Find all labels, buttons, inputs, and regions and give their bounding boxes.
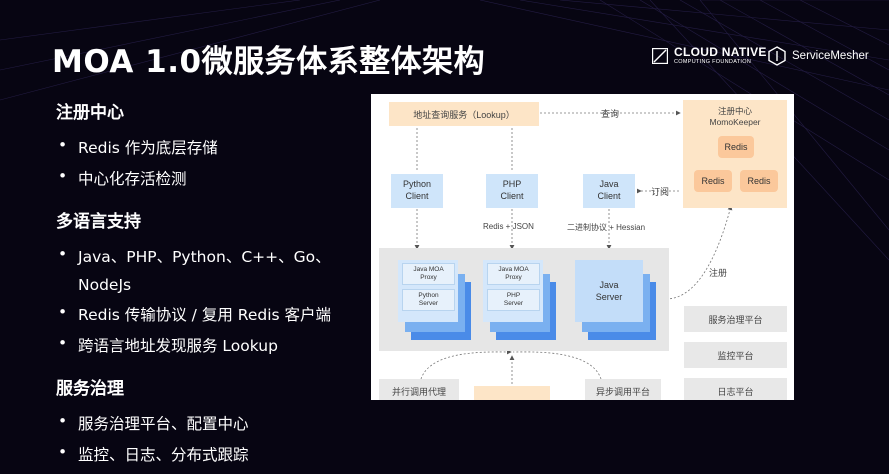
logging-platform-box: 日志平台 [684,378,787,400]
cncf-logo: CLOUD NATIVE COMPUTING FOUNDATION [652,46,767,66]
diagram-connectors [414,110,733,400]
proxy-line1: Java MOA [498,265,529,273]
servicemesher-logo-text: ServiceMesher [792,50,869,62]
python-client-line1: Python [402,179,432,190]
proxy-line1: Java MOA [413,265,444,273]
background-lines [0,0,889,261]
java-server-card: Java Server [575,260,643,322]
python-client-line2: Client [405,191,429,201]
python-server-line2: Server [418,300,439,307]
php-server-line2: Server [503,300,524,307]
python-server-box: Python Server [402,289,455,311]
parallel-call-proxy-box: 并行调用代理 [379,379,459,400]
java-server-line1: Java [599,279,619,290]
section-heading-registry: 注册中心 [56,103,124,123]
binary-hessian-label: 二进制协议 + Hessian [567,223,646,232]
list-item-text: Java、PHP、Python、C++、Go、 [78,248,331,266]
lookup-service-box: 地址查询服务（Lookup） [389,102,539,126]
cncf-logo-line1: CLOUD NATIVE [674,45,767,59]
php-client-line1: PHP [502,179,522,190]
list-item: •监控、日志、分布式跟踪 [58,443,249,464]
java-moa-proxy-box: Java MOA Proxy [487,263,540,285]
bottom-center-box [474,386,550,400]
registry-subtitle: MomoKeeper [709,117,761,128]
feature-list: 注册中心 •Redis 作为底层存储 •中心化存活检测 多语言支持 •Java、… [56,98,366,474]
list-item: •中心化存活检测 [58,167,187,188]
list-item-text: NodeJs [78,276,132,294]
list-item-text: Redis 传输协议 / 复用 Redis 客户端 [78,306,332,324]
list-item: •Redis 传输协议 / 复用 Redis 客户端 [58,303,332,324]
java-moa-proxy-box: Java MOA Proxy [402,263,455,285]
hexagon-icon [768,46,786,66]
proxy-line2: Proxy [420,274,437,281]
java-client-box: Java Client [583,174,635,208]
python-client-box: Python Client [391,174,443,208]
list-item-text: 跨语言地址发现服务 Lookup [78,337,278,355]
cncf-logo-line2: COMPUTING FOUNDATION [674,59,752,65]
architecture-diagram: 地址查询服务（Lookup） 查询 注册中心 MomoKeeper Redis … [371,94,794,400]
proxy-line2: Proxy [505,274,522,281]
redis-node: Redis [694,170,732,192]
java-client-line2: Client [597,191,621,201]
list-item-text: 服务治理平台、配置中心 [78,415,249,433]
list-item: •服务治理平台、配置中心 [58,412,249,433]
redis-json-label: Redis + JSON [483,222,534,231]
php-server-line1: PHP [506,291,521,299]
governance-platform-box: 服务治理平台 [684,306,787,332]
java-client-line1: Java [599,179,619,190]
list-item-text: Redis 作为底层存储 [78,139,218,157]
page-title: MOA 1.0微服务体系整体架构 [52,44,486,80]
list-item: •Redis 作为底层存储 [58,136,218,157]
java-server-line2: Server [595,292,623,302]
list-item: •跨语言地址发现服务 Lookup [58,334,278,355]
php-client-line2: Client [500,191,524,201]
list-item-continuation: NodeJs [56,276,366,294]
python-server-line1: Python [418,291,439,299]
redis-node: Redis [740,170,778,192]
query-label: 查询 [601,109,620,119]
servicemesher-logo: ServiceMesher [768,46,869,66]
redis-node: Redis [718,136,754,158]
php-server-box: PHP Server [487,289,540,311]
section-heading-multilang: 多语言支持 [56,212,141,232]
async-call-platform-box: 异步调用平台 [585,379,661,400]
cncf-icon [652,47,668,64]
list-item-text: 中心化存活检测 [78,170,187,188]
registry-title: 注册中心 [717,106,752,116]
list-item-text: 监控、日志、分布式跟踪 [78,446,249,464]
monitoring-platform-box: 监控平台 [684,342,787,368]
subscribe-label: 订阅 [651,187,670,197]
list-item: •Java、PHP、Python、C++、Go、 [58,245,331,266]
section-heading-governance: 服务治理 [56,379,124,399]
php-client-box: PHP Client [486,174,538,208]
register-label: 注册 [709,268,728,278]
